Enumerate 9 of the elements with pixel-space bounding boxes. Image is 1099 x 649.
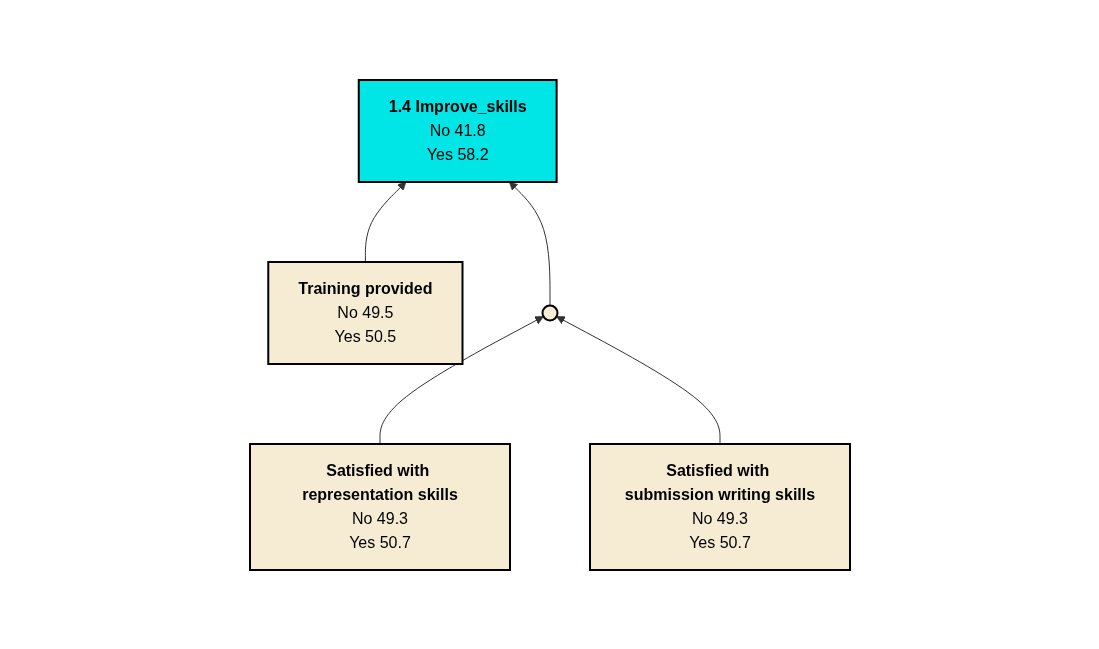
arrow [379,315,544,444]
node-box: Training provided No 49.5 Yes 50.5 [266,260,463,365]
arrow [508,181,550,306]
node-box: Satisfied with submission writing skills No 49.3 Yes 50.7 [588,442,851,571]
node-circle [541,304,558,321]
node-box: 1.4 Improve_skills No 41.8 Yes 58.2 [357,78,558,183]
arrow [364,181,406,262]
arrow [555,315,720,444]
node-box: Satisfied with representation skills No 49.3 Yes 50.7 [248,442,511,571]
